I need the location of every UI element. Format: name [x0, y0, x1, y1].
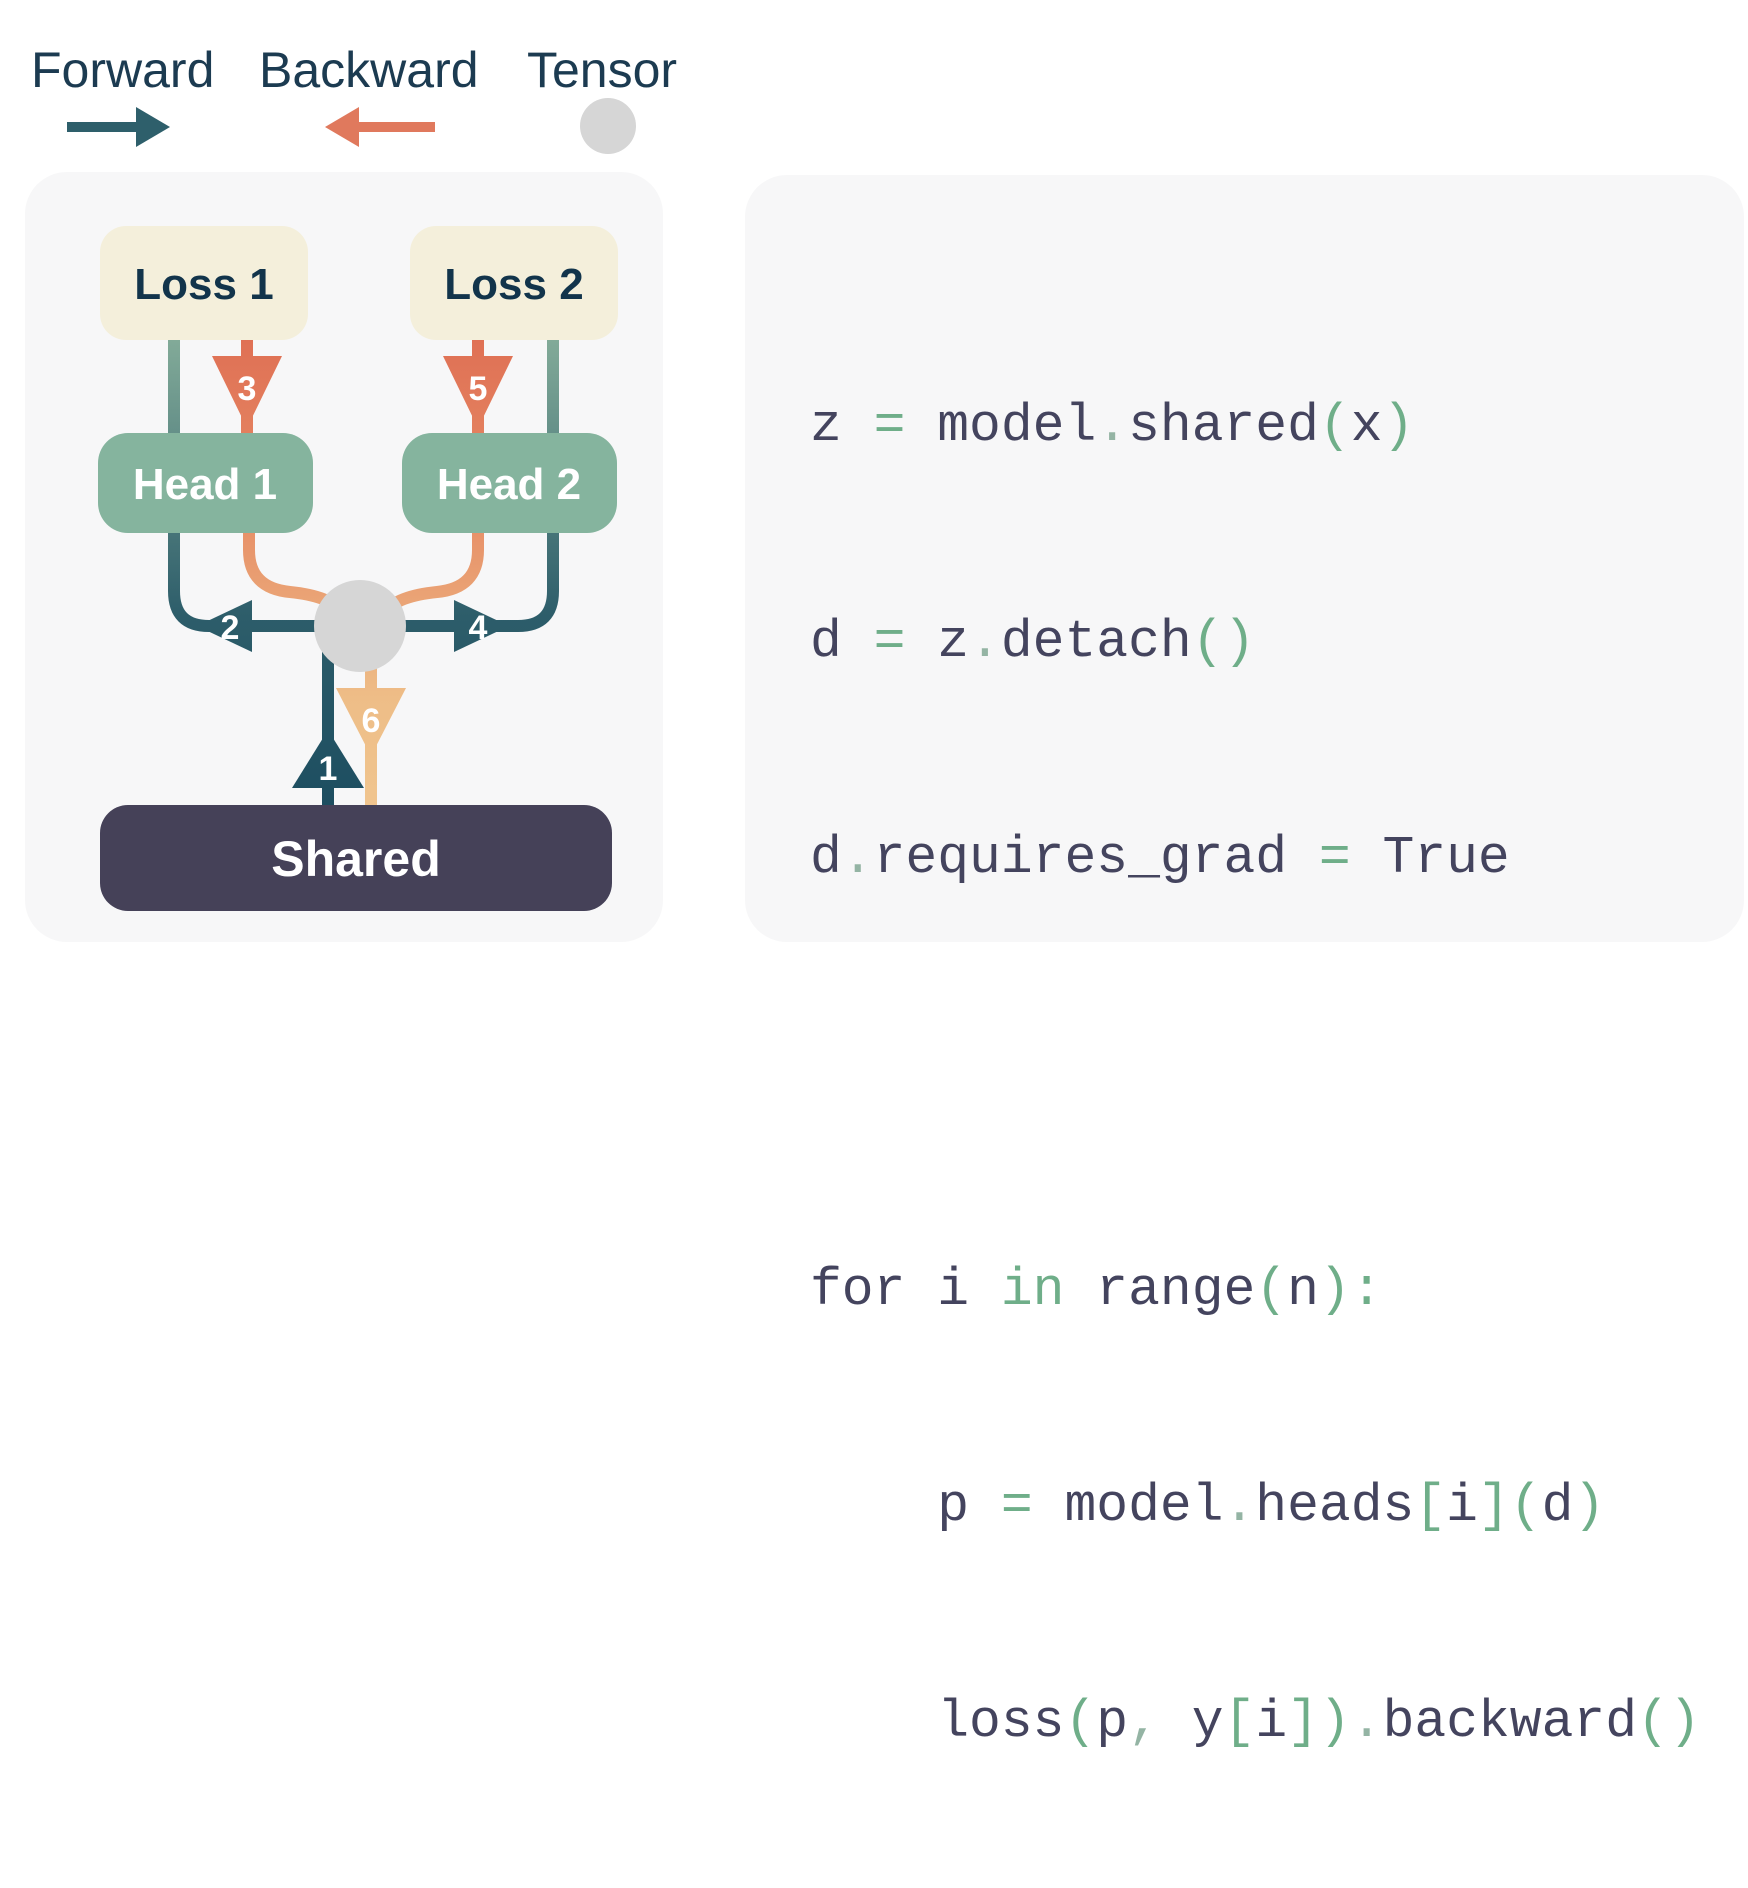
code-token: model: [1064, 1476, 1224, 1536]
loss1-box: [100, 226, 308, 340]
code-line-blank: [810, 1038, 1701, 1110]
step-5: 5: [469, 370, 488, 408]
code-block: z = model.shared(x) d = z.detach() d.req…: [810, 246, 1701, 1888]
code-token: i: [1446, 1476, 1478, 1536]
code-token: True: [1382, 828, 1510, 888]
code-token: z: [810, 396, 842, 456]
head2-box: [402, 433, 617, 533]
code-token: .: [1096, 396, 1129, 456]
code-token: d: [1541, 1476, 1574, 1536]
code-token: .: [1223, 1476, 1256, 1536]
forward-arrow-icon: [67, 107, 170, 147]
code-token: ): [1382, 396, 1415, 456]
code-token: ,: [1128, 1692, 1192, 1752]
code-token: =: [841, 396, 938, 456]
multitask-network-diagram: Loss 1 Loss 2 Head 1 Head 2 Shared 1 2 3…: [98, 226, 618, 911]
code-token: backward: [1382, 1692, 1638, 1752]
code-token: in: [1000, 1260, 1065, 1320]
forward-arrowhead-1: [292, 730, 364, 788]
code-token: x: [1350, 396, 1383, 456]
legend-backward-label: Backward: [259, 42, 479, 98]
backward-line-head2-tensor: [380, 533, 484, 616]
loss2-label: Loss 2: [444, 260, 583, 309]
code-token: ):: [1318, 1260, 1383, 1320]
code-line: d = z.detach(): [810, 606, 1701, 678]
tensor-node: [314, 580, 406, 672]
code-token: =: [969, 1476, 1065, 1536]
code-line: p = model.heads[i](d): [810, 1470, 1701, 1542]
code-token: detach: [1000, 612, 1192, 672]
forward-arrowhead-4: [454, 600, 509, 652]
backward-arrow-icon: [325, 107, 435, 147]
code-token: (: [1064, 1692, 1097, 1752]
code-token: [: [1414, 1476, 1447, 1536]
code-token: p: [1096, 1692, 1129, 1752]
code-token: ]): [1287, 1692, 1351, 1752]
code-line: z = model.shared(x): [810, 390, 1701, 462]
step-4: 4: [469, 609, 488, 647]
code-token: loss: [810, 1692, 1065, 1752]
code-token: requires_grad: [873, 828, 1288, 888]
code-line: for i in range(n):: [810, 1254, 1701, 1326]
legend-tensor-label: Tensor: [527, 42, 677, 98]
code-token: (: [1255, 1260, 1288, 1320]
code-token: shared: [1128, 396, 1319, 456]
loss1-label: Loss 1: [134, 260, 273, 309]
shared-box: [100, 805, 612, 911]
head1-box: [98, 433, 313, 533]
code-token: [: [1223, 1692, 1256, 1752]
code-token: p: [810, 1476, 970, 1536]
code-token: (: [1318, 396, 1351, 456]
backward-arrowhead-3: [212, 356, 282, 428]
code-token: .: [969, 612, 1001, 672]
tensor-icon: [580, 98, 636, 154]
backward-arrowhead-6: [336, 688, 406, 756]
step-1: 1: [319, 750, 338, 788]
code-token: z: [937, 612, 970, 672]
code-token: range: [1064, 1260, 1256, 1320]
legend-forward-label: Forward: [31, 42, 214, 98]
step-2: 2: [221, 609, 240, 647]
code-line: loss(p, y[i]).backward(): [810, 1686, 1701, 1758]
head2-label: Head 2: [437, 460, 581, 509]
loss2-box: [410, 226, 618, 340]
code-token: model: [937, 396, 1097, 456]
code-token: =: [841, 612, 938, 672]
head1-label: Head 1: [133, 460, 277, 509]
code-token: ): [1573, 1476, 1606, 1536]
code-line: d.requires_grad = True: [810, 822, 1701, 894]
code-token: i: [1255, 1692, 1288, 1752]
code-token: d: [810, 612, 842, 672]
code-token: (): [1191, 612, 1256, 672]
code-token: for i: [810, 1260, 1001, 1320]
forward-arrowhead-2: [197, 600, 252, 652]
code-token: (): [1637, 1692, 1701, 1752]
shared-label: Shared: [271, 831, 441, 887]
code-token: .: [841, 828, 874, 888]
code-token: y: [1191, 1692, 1224, 1752]
code-token: heads: [1255, 1476, 1415, 1536]
code-token: =: [1287, 828, 1383, 888]
code-token: d: [810, 828, 842, 888]
backward-arrowhead-5: [443, 356, 513, 428]
code-token: ](: [1477, 1476, 1542, 1536]
step-3: 3: [238, 370, 257, 408]
forward-line-tensor-head2: [360, 533, 559, 632]
code-token: .: [1350, 1692, 1383, 1752]
legend: Forward Backward Tensor: [31, 42, 677, 154]
step-6: 6: [362, 702, 381, 740]
code-panel: [745, 175, 1744, 942]
code-token: n: [1287, 1260, 1319, 1320]
